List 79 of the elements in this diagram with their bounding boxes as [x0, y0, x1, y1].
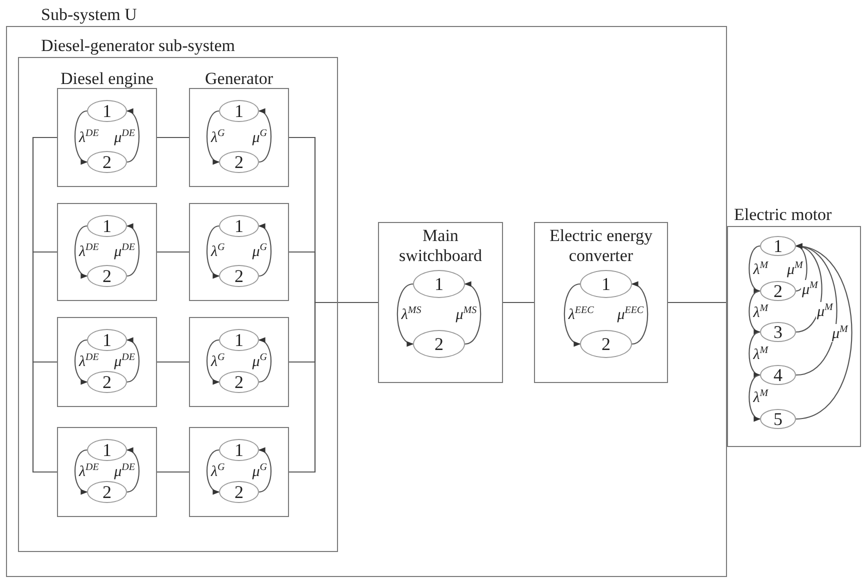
connection-line	[32, 361, 57, 473]
transition-arrow	[206, 449, 220, 494]
transition-arrow	[795, 244, 852, 420]
state-node: 1	[87, 215, 127, 237]
edge-label: μ$^{MS}$	[454, 305, 478, 324]
connection-line	[32, 251, 57, 363]
edge-label: μ$^{DE}$	[113, 462, 136, 480]
heading: Electric energy converter	[548, 226, 654, 266]
state-node: 2	[580, 330, 632, 358]
transition-arrow	[206, 110, 220, 164]
state-node: 1	[87, 439, 127, 461]
state-node: 1	[580, 270, 632, 298]
transition-arrow	[74, 110, 88, 164]
transition-arrow	[631, 282, 648, 345]
transition-arrow	[464, 282, 482, 345]
transition-arrow	[74, 449, 88, 494]
connection-line	[503, 302, 534, 304]
state-node: 2	[760, 281, 796, 301]
state-node: 1	[219, 100, 259, 122]
transition-arrow	[74, 339, 88, 384]
connection-line	[157, 136, 189, 138]
heading: Electric motor	[734, 205, 832, 225]
transition-arrow	[126, 224, 140, 277]
state-node: 2	[413, 330, 465, 358]
state-node: 1	[87, 329, 127, 351]
heading: Diesel-generator sub-system	[41, 36, 236, 56]
transition-arrow	[396, 283, 414, 346]
transition-arrow	[258, 338, 272, 383]
connection-line	[32, 136, 57, 253]
transition-arrow	[126, 110, 140, 163]
edge-label: μ$^{M}$	[786, 260, 804, 278]
heading: Generator	[205, 69, 273, 89]
transition-arrow	[748, 374, 761, 420]
edge-label: μ$^{DE}$	[113, 128, 136, 146]
transition-arrow	[206, 339, 220, 384]
transition-arrow	[258, 224, 272, 277]
connection-line	[157, 251, 189, 253]
state-node: 2	[87, 151, 127, 173]
state-node: 1	[87, 100, 127, 122]
transition-arrow	[748, 245, 761, 292]
connection-line	[157, 471, 189, 473]
edge-label: μ$^{DE}$	[113, 242, 136, 260]
edge-label: μ$^{G}$	[251, 462, 268, 480]
transition-arrow	[795, 244, 822, 333]
edge-label: μ$^{G}$	[251, 352, 268, 370]
heading: Diesel engine	[60, 69, 154, 89]
edge-label: μ$^{G}$	[251, 128, 268, 146]
transition-arrow	[126, 448, 140, 493]
connection-line	[289, 302, 378, 473]
edge-label: μ$^{M}$	[800, 280, 819, 298]
state-node: 1	[219, 329, 259, 351]
edge-label: μ$^{M}$	[830, 324, 849, 342]
transition-arrow	[258, 110, 272, 163]
connection-line	[668, 302, 727, 304]
state-node: 1	[413, 270, 465, 298]
state-node: 3	[760, 322, 796, 342]
heading: Sub-system U	[41, 5, 137, 25]
transition-arrow	[748, 290, 761, 334]
transition-arrow	[748, 331, 761, 376]
edge-label: μ$^{M}$	[816, 302, 834, 320]
state-node: 2	[87, 265, 127, 287]
state-node: 1	[219, 215, 259, 237]
transition-arrow	[564, 283, 581, 346]
transition-arrow	[126, 338, 140, 383]
transition-arrow	[795, 244, 838, 376]
state-node: 2	[219, 265, 259, 287]
state-node: 2	[219, 151, 259, 173]
state-node: 1	[219, 439, 259, 461]
edge-label: μ$^{EEC}$	[616, 305, 645, 324]
heading: Main switchboard	[398, 226, 484, 266]
state-node: 1	[760, 236, 796, 256]
transition-arrow	[258, 448, 272, 493]
transition-arrow	[74, 225, 88, 278]
connection-line	[157, 361, 189, 363]
state-node: 4	[760, 365, 796, 385]
transition-arrow	[206, 225, 220, 278]
state-node: 5	[760, 409, 796, 429]
edge-label: μ$^{G}$	[251, 242, 268, 260]
edge-label: μ$^{DE}$	[113, 352, 136, 370]
